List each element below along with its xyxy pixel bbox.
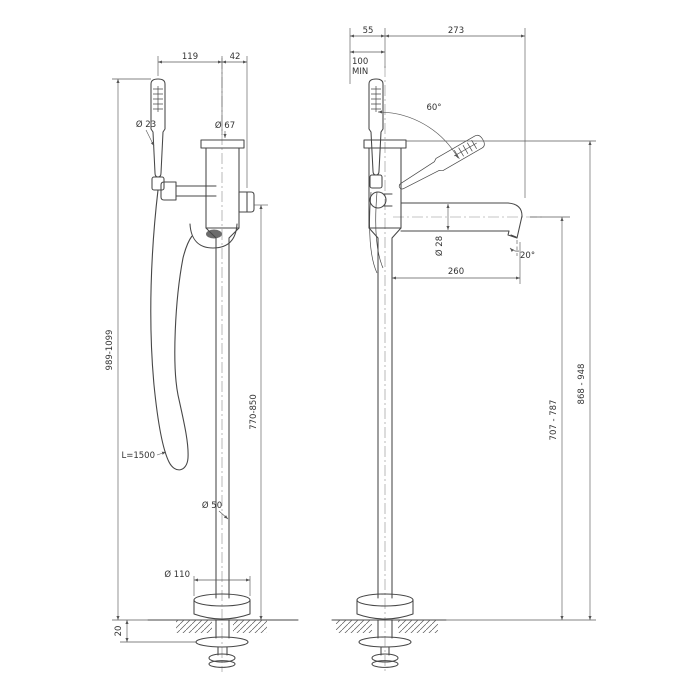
floor-flange-side (356, 593, 414, 620)
dim-spout-reach: 260 (392, 242, 521, 284)
dim-pipe-diameter: Ø 50 (202, 500, 229, 520)
riser-pipe-side (368, 227, 402, 599)
dim-overall-height: 989-1099 (105, 78, 151, 620)
dim-handset-diameter-label: Ø 23 (136, 119, 156, 130)
dim-overall-height-label: 989-1099 (105, 330, 115, 371)
hose-connector-side (369, 174, 383, 189)
dim-height-to-spout-label: 707 - 787 (549, 400, 559, 441)
dim-spout-tilt: 20° (509, 240, 535, 261)
hose-length-label: L=1500 (122, 451, 156, 461)
min-clearance-value: 100 (352, 57, 368, 67)
mixer-body (200, 139, 245, 229)
dim-swivel-angle: 60° (377, 103, 459, 159)
dim-height-to-top: 868 - 948 (406, 140, 596, 620)
dim-cap-diameter: Ø 67 (215, 120, 235, 138)
hand-shower (150, 78, 166, 178)
under-floor-pipe (215, 619, 230, 639)
dim-under-floor: 20 (114, 620, 196, 643)
dim-handset-diameter: Ø 23 (136, 119, 156, 147)
floor-hatch-right (233, 620, 267, 633)
dim-under-floor-label: 20 (114, 626, 124, 637)
hand-shower-rotated (398, 134, 485, 190)
holder-pivot (369, 191, 387, 209)
mounting-nut-side (371, 653, 399, 663)
min-clearance-unit: MIN (352, 67, 368, 77)
shower-hose-side (369, 191, 384, 274)
mounting-nut-bottom-side (371, 660, 399, 668)
hose-length-callout: L=1500 (122, 451, 167, 461)
dim-total-reach: 273 (385, 26, 525, 38)
dim-back-clearance-label: 55 (363, 26, 374, 36)
shower-hose (150, 189, 193, 471)
hand-shower-side-face-grid (371, 86, 381, 112)
dim-spout-height-range: 770-850 (249, 204, 268, 620)
mounting-nut-bottom (208, 660, 236, 668)
riser-pipe (205, 227, 240, 599)
spout-side (400, 202, 523, 239)
lever-handle (238, 191, 255, 213)
dim-height-to-top-label: 868 - 948 (577, 364, 587, 405)
shower-holder (160, 181, 217, 201)
dim-cap-diameter-label: Ø 67 (215, 120, 235, 131)
mounting-nut (208, 653, 236, 663)
dim-min-clearance: 100 MIN (350, 50, 385, 77)
flange-side (193, 599, 251, 620)
dim-spout-diameter: Ø 28 (434, 204, 450, 256)
under-floor-fixing-side (358, 619, 412, 668)
holder-arm-side (383, 193, 393, 207)
dim-flange-diameter: Ø 110 (164, 569, 251, 596)
hand-shower-side (368, 78, 384, 176)
dim-spout-reach-label: 260 (448, 267, 464, 277)
dim-back-clearance: 55 (350, 26, 385, 38)
dim-flange-diameter-label: Ø 110 (164, 569, 190, 580)
under-floor-pipe-side (377, 619, 393, 639)
side-view: 55 273 100 MIN 60° Ø 28 20° 260 (331, 26, 596, 672)
top-extension-lines (349, 28, 526, 198)
spout-tilt-label: 20° (520, 251, 535, 261)
spout-front-profile (189, 223, 238, 249)
floor-hatch-side-right (398, 620, 438, 633)
flange-side-side (356, 599, 414, 620)
dim-pipe-diameter-label: Ø 50 (202, 500, 222, 511)
hand-shower-rotated-outline (398, 134, 485, 190)
dim-height-to-spout: 707 - 787 (530, 216, 570, 620)
front-view: 119 42 Ø 23 Ø 67 989-1099 770-850 Ø 50 (105, 52, 299, 672)
dim-handle-offset: 42 (222, 52, 248, 188)
hose-connector (151, 176, 165, 191)
mounting-plate-side (358, 636, 412, 648)
dim-spout-diameter-label: Ø 28 (434, 236, 445, 256)
floor-hatch-side-left (336, 620, 372, 633)
floor-flange (193, 593, 251, 620)
dim-spout-height-range-label: 770-850 (249, 394, 259, 430)
dim-handset-offset: 119 (157, 52, 223, 135)
dim-handset-offset-label: 119 (182, 52, 198, 62)
dim-handle-offset-label: 42 (230, 52, 241, 62)
dim-total-reach-label: 273 (448, 26, 464, 36)
hand-shower-rotated-face-grid (454, 139, 477, 160)
hand-shower-face-grid (153, 86, 163, 112)
floor-hatch-left (176, 620, 212, 633)
swivel-angle-label: 60° (426, 103, 441, 113)
